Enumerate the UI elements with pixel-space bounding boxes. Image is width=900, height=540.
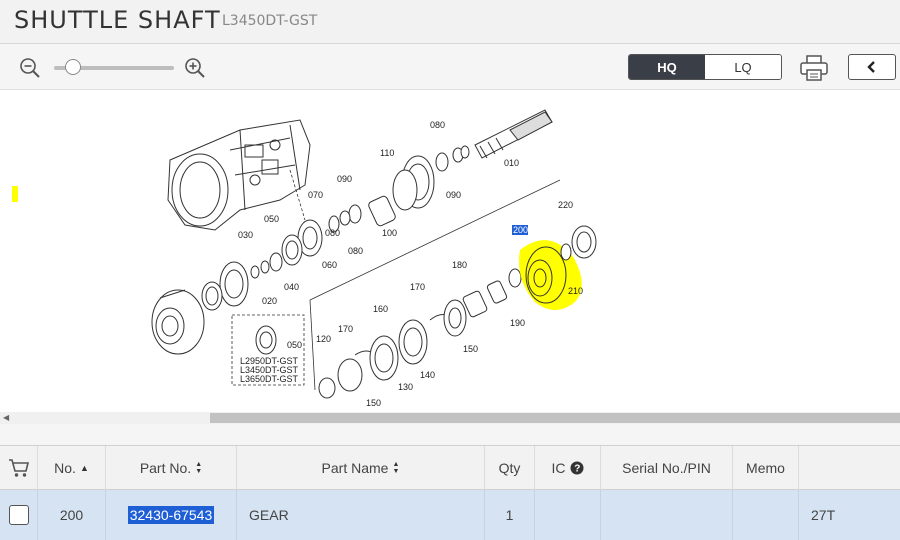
inset-model-2: L3450DT-GST [240,365,299,375]
callout-180: 180 [452,260,467,270]
callout-080-a: 080 [430,120,445,130]
callout-160: 160 [373,304,388,314]
cell-extra: 27T [811,507,836,523]
cell-qty: 1 [485,490,535,540]
scroll-left-arrow-icon[interactable]: ◀ [3,413,10,422]
back-button[interactable] [848,54,896,80]
cell-no: 200 [38,490,106,540]
exploded-view-drawing: 080 010 110 090 090 070 080 100 050 030 … [12,109,597,408]
upper-components [201,145,470,311]
zoom-slider-thumb[interactable] [65,59,81,75]
callout-020: 020 [262,296,277,306]
help-icon[interactable]: ? [570,461,584,475]
callout-220: 220 [558,200,573,210]
page-title: SHUTTLE SHAFT [14,6,221,34]
callout-120: 120 [316,334,331,344]
cell-part-no[interactable]: 32430-67543 [106,490,237,540]
quality-toggle: HQ LQ [628,54,782,80]
gear-110 [392,155,435,211]
column-part-name[interactable]: Part Name▲▼ [237,446,485,490]
callout-010: 010 [504,158,519,168]
column-part-no[interactable]: Part No.▲▼ [106,446,237,490]
marker-highlight [12,186,18,202]
column-serial[interactable]: Serial No./PIN [601,446,733,490]
scrollbar-thumb[interactable] [210,413,900,423]
callout-080-b: 080 [325,228,340,238]
zoom-in-icon[interactable] [183,56,207,80]
sort-both-icon: ▲▼ [195,461,203,475]
callout-200[interactable]: 200 [513,225,528,235]
row-select-cell [0,490,38,540]
callout-190: 190 [510,318,525,328]
callout-060: 060 [322,260,337,270]
diagram-scrollbar[interactable]: ◀ [0,412,900,424]
lq-button[interactable]: LQ [705,55,781,79]
callout-110: 110 [380,148,394,158]
part-no-value[interactable]: 32430-67543 [127,506,215,524]
column-qty[interactable]: Qty [485,446,535,490]
column-ic[interactable]: IC ? [535,446,601,490]
callout-070: 070 [308,190,323,200]
callout-150-a: 150 [463,344,478,354]
callout-080-c: 080 [348,246,363,256]
lower-assembly [318,268,522,399]
print-icon[interactable] [798,54,830,82]
callout-labels: 080 010 110 090 090 070 080 100 050 030 … [238,120,583,408]
toolbar: HQ LQ [0,44,900,90]
zoom-slider-track[interactable] [54,66,174,70]
inset-model-1: L2950DT-GST [240,356,299,366]
parts-table-header: No.▲ Part No.▲▼ Part Name▲▼ Qty IC ? Ser… [0,446,900,490]
cell-part-name: GEAR [237,490,485,540]
callout-090-b: 090 [446,190,461,200]
callout-170-b: 170 [338,324,353,334]
section-divider [0,424,900,446]
cart-column[interactable] [0,446,38,490]
callout-140: 140 [420,370,435,380]
washer-210 [560,243,572,261]
page-header: SHUTTLE SHAFT L3450DT-GST [0,0,900,44]
inset-box [231,314,305,386]
column-memo[interactable]: Memo [733,446,799,490]
column-no[interactable]: No.▲ [38,446,106,490]
callout-130: 130 [398,382,413,392]
inset-model-3: L3650DT-GST [240,374,299,384]
cell-ic [535,490,601,540]
chevron-left-icon [867,61,875,73]
callout-200-box [512,225,528,235]
row-checkbox[interactable] [8,505,29,525]
inset-callout-050: 050 [287,340,302,350]
callout-050: 050 [264,214,279,224]
column-extra [799,446,900,490]
callout-210: 210 [568,286,583,296]
shaft-010 [474,109,553,159]
sort-both-icon: ▲▼ [392,461,400,475]
model-label: L3450DT-GST [222,13,318,29]
cart-icon [8,459,29,477]
hq-button[interactable]: HQ [629,55,705,79]
table-row[interactable]: 200 32430-67543 GEAR 1 27T [0,490,900,540]
transmission-housing [167,119,311,231]
zoom-out-icon[interactable] [18,56,42,80]
parts-diagram[interactable]: 080 010 110 090 090 070 080 100 050 030 … [0,90,900,412]
sort-asc-icon: ▲ [79,463,89,473]
clutch-drum [151,289,205,355]
callout-100: 100 [382,228,397,238]
cell-memo[interactable] [733,490,799,540]
callout-030: 030 [238,230,253,240]
callout-090-a: 090 [337,174,352,184]
cell-serial [601,490,733,540]
callout-040: 040 [284,282,299,292]
callout-150-b: 150 [366,398,381,408]
leader-lines [289,169,561,391]
gear-200-highlight [519,240,582,310]
svg-text:?: ? [574,464,580,475]
callout-170-a: 170 [410,282,425,292]
